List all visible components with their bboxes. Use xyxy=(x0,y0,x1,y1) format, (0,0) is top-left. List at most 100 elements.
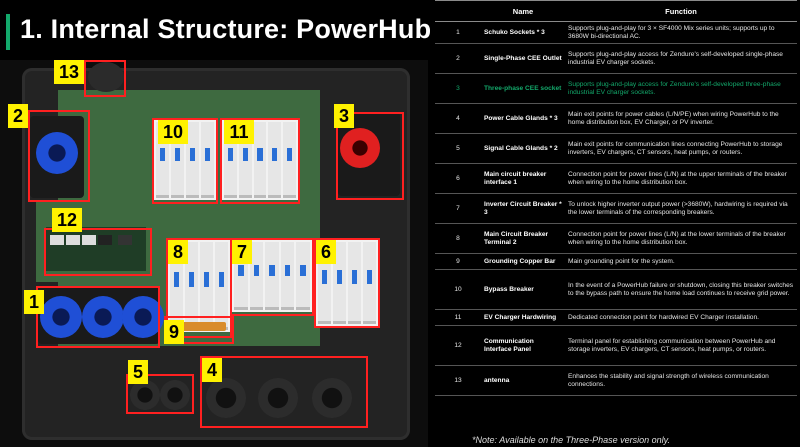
breaker-pole xyxy=(186,122,199,198)
power-cable-gland xyxy=(312,378,352,418)
cell-function: Terminal panel for establishing communic… xyxy=(565,325,797,366)
cell-name: Three-phase CEE socket xyxy=(481,73,565,104)
cell-name: Main Circuit Breaker Terminal 2 xyxy=(481,223,565,254)
signal-cable-gland xyxy=(130,380,160,410)
schuko-socket xyxy=(40,296,82,338)
cell-number: 10 xyxy=(435,269,481,310)
breaker-pole xyxy=(265,242,279,310)
cell-number: 7 xyxy=(435,193,481,224)
breaker-pole xyxy=(363,242,376,324)
callout-label-8: 8 xyxy=(168,240,188,264)
cell-number: 1 xyxy=(435,21,481,44)
cell-function: Main exit points for power cables (L/N/P… xyxy=(565,103,797,134)
power-cable-gland xyxy=(258,378,298,418)
signal-cable-gland xyxy=(160,380,190,410)
cell-name: Communication Interface Panel xyxy=(481,325,565,366)
cell-name: Bypass Breaker xyxy=(481,269,565,310)
callout-box-5 xyxy=(126,374,194,414)
callout-box-3 xyxy=(336,112,404,200)
cell-name: antenna xyxy=(481,365,565,396)
cell-function: Supports plug-and-play access for Zendur… xyxy=(565,43,797,74)
cell-name: EV Charger Hardwiring xyxy=(481,309,565,326)
breaker-pole xyxy=(280,242,295,310)
table-header-row: Name Function xyxy=(435,0,797,22)
cell-number: 11 xyxy=(435,309,481,326)
grounding-copper-bar xyxy=(168,322,226,331)
header-no xyxy=(435,0,481,22)
callout-box-11 xyxy=(220,118,300,204)
callout-label-12: 12 xyxy=(52,208,82,232)
callout-label-4: 4 xyxy=(202,358,222,382)
schuko-socket xyxy=(122,296,164,338)
breaker-pole xyxy=(201,122,214,198)
cell-name: Schuko Sockets * 3 xyxy=(481,21,565,44)
callout-label-11: 11 xyxy=(224,120,254,144)
callout-label-1: 1 xyxy=(24,290,44,314)
title-accent-bar xyxy=(6,14,10,50)
callout-box-10 xyxy=(152,118,218,204)
breaker-pole xyxy=(296,242,310,310)
cell-name: Grounding Copper Bar xyxy=(481,253,565,270)
communication-panel-board xyxy=(46,227,146,271)
cell-function: Enhances the stability and signal streng… xyxy=(565,365,797,396)
cell-function: Main exit points for communication lines… xyxy=(565,133,797,164)
callout-box-1 xyxy=(36,286,160,348)
callout-box-7 xyxy=(230,238,314,316)
cell-name: Main circuit breaker interface 1 xyxy=(481,163,565,194)
cell-function: Main grounding point for the system. xyxy=(565,253,797,270)
footnote: *Note: Available on the Three-Phase vers… xyxy=(472,435,670,445)
callout-box-13 xyxy=(84,60,126,97)
terminal-block xyxy=(118,235,132,245)
header-name: Name xyxy=(481,0,565,22)
cell-function: Connection point for power lines (L/N) a… xyxy=(565,163,797,194)
cell-name: Power Cable Glands * 3 xyxy=(481,103,565,134)
breaker-pole xyxy=(333,242,346,324)
callout-label-9: 9 xyxy=(164,320,184,344)
cell-function: In the event of a PowerHub failure or sh… xyxy=(565,269,797,310)
breaker-pole xyxy=(348,242,361,324)
breaker-pole xyxy=(249,242,264,310)
callout-box-2 xyxy=(28,110,90,202)
cell-number: 3 xyxy=(435,73,481,104)
breaker-pole xyxy=(268,122,282,198)
callout-box-6 xyxy=(314,238,380,328)
cell-function: To unlock higher inverter output power (… xyxy=(565,193,797,224)
cell-number: 8 xyxy=(435,223,481,254)
schuko-socket xyxy=(82,296,124,338)
cell-number: 2 xyxy=(435,43,481,74)
cell-function: Supports plug-and-play access for Zendur… xyxy=(565,73,797,104)
callout-label-2: 2 xyxy=(8,104,28,128)
page-title: 1. Internal Structure: PowerHub xyxy=(20,14,432,44)
cell-number: 12 xyxy=(435,325,481,366)
cell-function: Connection point for power lines (L/N) a… xyxy=(565,223,797,254)
callout-box-4 xyxy=(200,356,368,428)
cell-number: 5 xyxy=(435,133,481,164)
callout-label-3: 3 xyxy=(334,104,354,128)
rj45-port xyxy=(82,235,96,245)
callout-label-5: 5 xyxy=(128,360,148,384)
callout-label-7: 7 xyxy=(232,240,252,264)
rj45-port xyxy=(66,235,80,245)
three-phase-cee-socket xyxy=(340,128,380,168)
terminal-block xyxy=(98,235,112,245)
cell-name: Signal Cable Glands * 2 xyxy=(481,133,565,164)
antenna-cap xyxy=(88,62,124,92)
power-cable-gland xyxy=(206,378,246,418)
breaker-pole xyxy=(253,122,267,198)
cell-number: 13 xyxy=(435,365,481,396)
rj45-port xyxy=(50,235,64,245)
breaker-pole xyxy=(283,122,296,198)
header-function: Function xyxy=(565,0,797,22)
cell-function: Supports plug-and-play for 3 × SF4000 Mi… xyxy=(565,21,797,44)
